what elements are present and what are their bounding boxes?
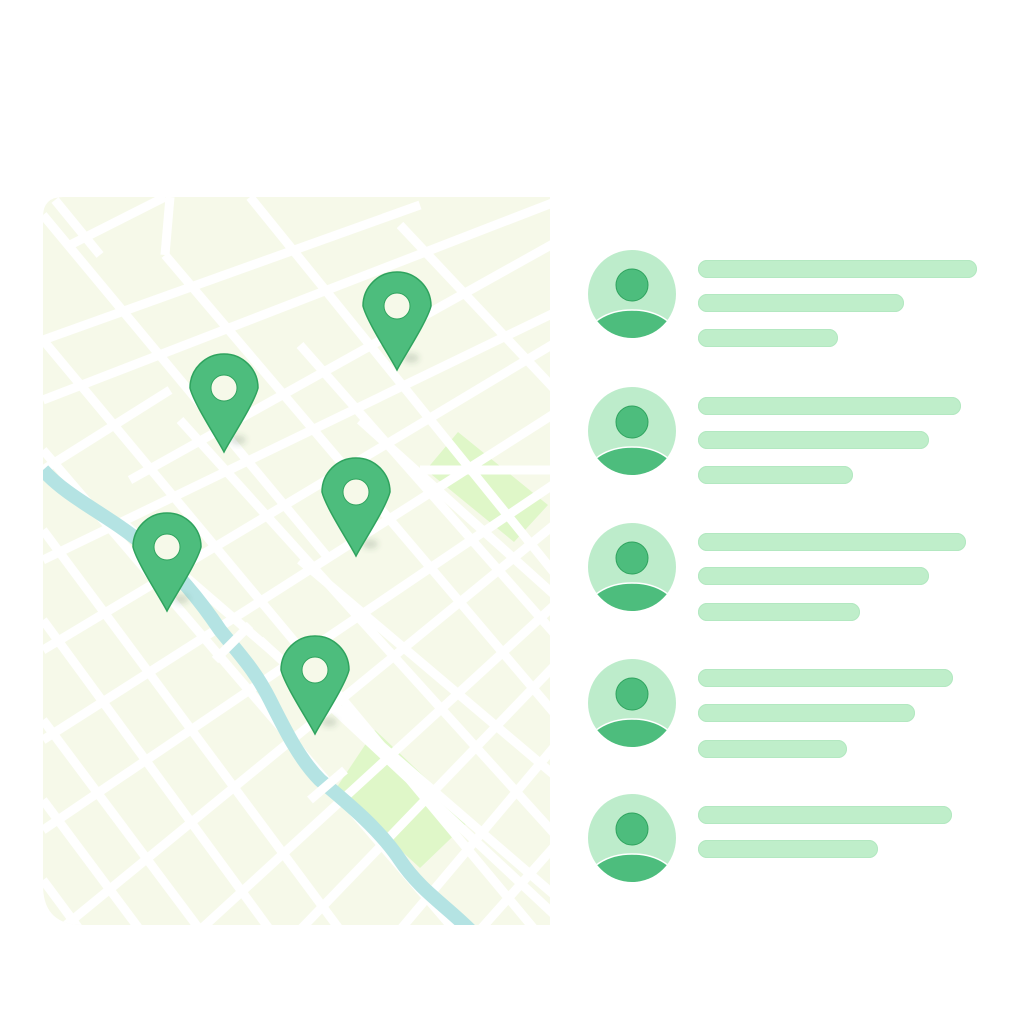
pin-body	[189, 353, 259, 454]
text-placeholder-bar	[698, 260, 977, 278]
pin-hole	[301, 656, 329, 684]
map-pin-icon[interactable]	[189, 353, 259, 454]
map-pin-icon[interactable]	[280, 635, 350, 736]
pin-body	[132, 512, 202, 613]
pin-shadow	[362, 539, 378, 549]
road-network	[43, 197, 550, 925]
text-placeholder-bar	[698, 533, 966, 551]
pin-hole	[383, 292, 411, 320]
text-placeholder-bar	[698, 704, 915, 722]
map-canvas[interactable]	[43, 197, 550, 925]
pin-hole	[342, 478, 370, 506]
list-item[interactable]	[588, 250, 988, 347]
list-item[interactable]	[588, 794, 988, 884]
text-placeholder-bar	[698, 806, 952, 824]
avatar-user-icon	[588, 387, 676, 475]
text-placeholder-bar	[698, 669, 953, 687]
pin-body	[362, 271, 432, 372]
avatar-user-icon	[588, 794, 676, 882]
pin-shadow	[230, 435, 246, 445]
river-bridges	[211, 621, 348, 804]
map-pin-icon[interactable]	[132, 512, 202, 613]
pin-shadow	[403, 353, 419, 363]
text-placeholder-bar	[698, 294, 904, 312]
map-pin-icon[interactable]	[362, 271, 432, 372]
park-area	[335, 730, 470, 868]
list-item[interactable]	[588, 659, 988, 758]
pin-hole	[153, 533, 181, 561]
list-item[interactable]	[588, 523, 988, 621]
avatar-user-icon	[588, 250, 676, 338]
text-placeholder-bar	[698, 740, 847, 758]
pin-shadow	[173, 594, 189, 604]
map-pin-icon[interactable]	[321, 457, 391, 558]
text-placeholder-bar	[698, 329, 838, 347]
text-placeholder-bar	[698, 567, 929, 585]
pin-body	[321, 457, 391, 558]
avatar-user-icon	[588, 523, 676, 611]
pin-hole	[210, 374, 238, 402]
map-panel[interactable]: Map of locations	[43, 197, 550, 925]
pin-body	[280, 635, 350, 736]
text-placeholder-bar	[698, 603, 860, 621]
text-placeholder-bar	[698, 431, 929, 449]
text-placeholder-bar	[698, 466, 853, 484]
map-pins	[132, 271, 432, 736]
list-item[interactable]	[588, 387, 988, 484]
text-placeholder-bar	[698, 840, 878, 858]
text-placeholder-bar	[698, 397, 961, 415]
avatar-user-icon	[588, 659, 676, 747]
pin-shadow	[321, 717, 337, 727]
list-label: People list	[0, 0, 1, 1]
